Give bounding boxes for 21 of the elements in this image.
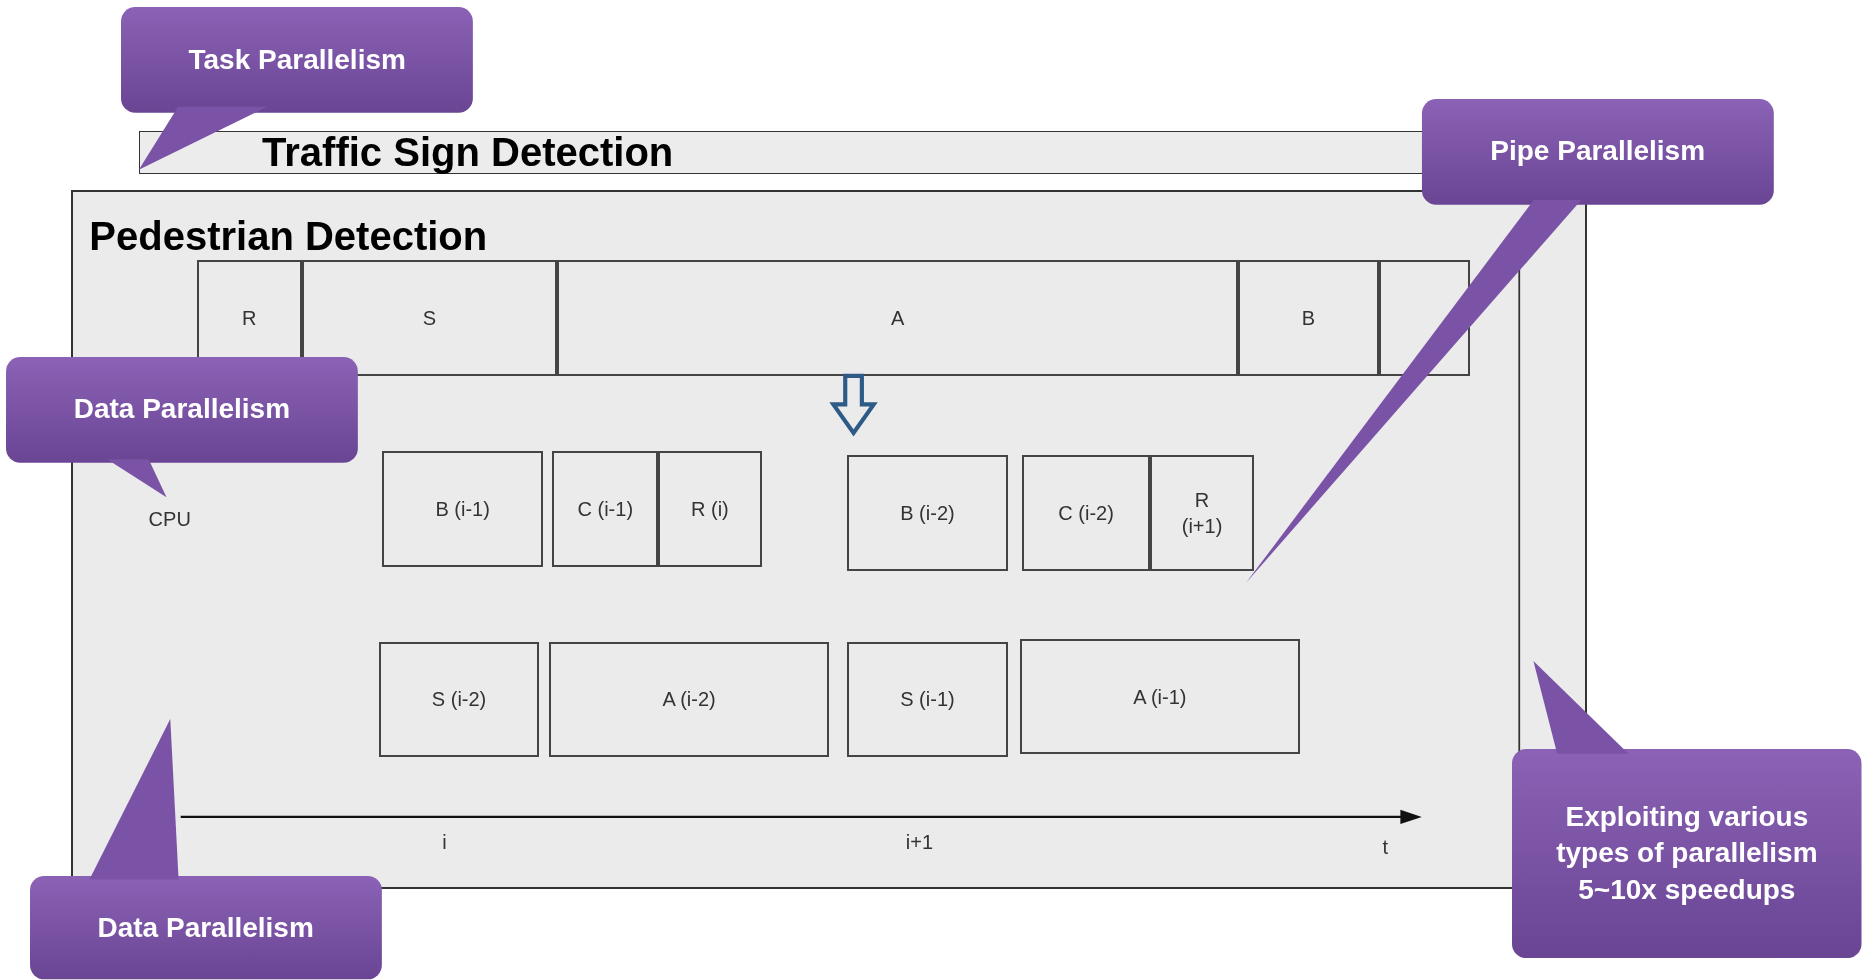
task-block: A (i-2) <box>548 641 830 757</box>
hollow-arrow <box>829 373 878 437</box>
task-block: R (i+1) <box>1150 454 1254 572</box>
task-block: A <box>557 259 1239 377</box>
task-block: S <box>301 259 558 377</box>
task-block: C (i-1) <box>552 451 659 567</box>
axis-label: t <box>1382 835 1389 861</box>
task-block: B (i-2) <box>847 454 1008 572</box>
panel-title: Pedestrian Detection <box>89 216 488 257</box>
task-block: A (i-1) <box>1019 639 1301 755</box>
task-block: C (i-2) <box>1021 454 1151 572</box>
axis-label: i <box>442 830 447 856</box>
callout-tooltip: Data Parallelism <box>29 719 382 980</box>
task-block: B (i-1) <box>382 451 543 567</box>
task-block: B <box>1238 259 1379 377</box>
band-title: Traffic Sign Detection <box>262 132 674 173</box>
axis-label: i+1 <box>905 830 934 856</box>
axis-label: CPU <box>148 507 191 533</box>
task-block: S (i-2) <box>378 641 540 757</box>
task-block: R (i) <box>658 451 762 567</box>
task-block: S (i-1) <box>847 641 1008 757</box>
